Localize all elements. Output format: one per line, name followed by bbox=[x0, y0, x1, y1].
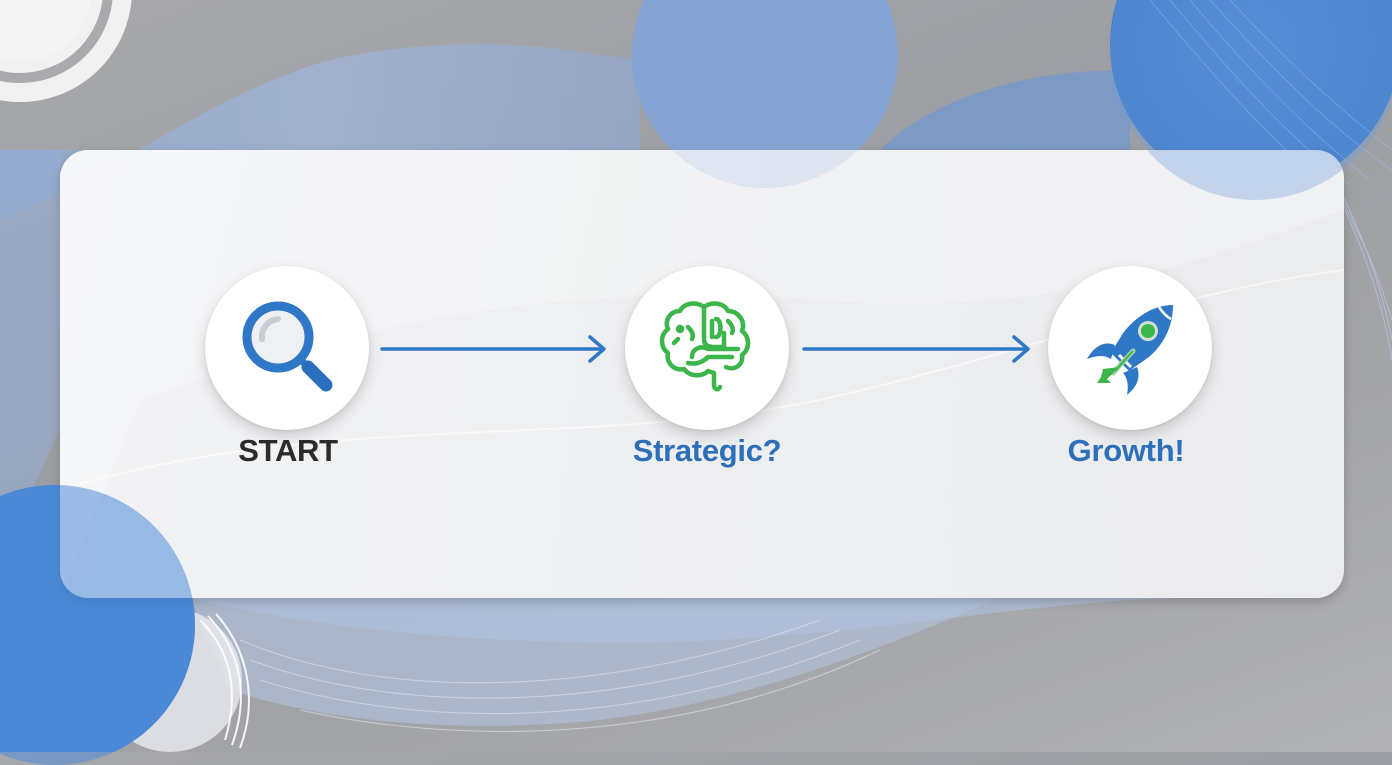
arrow-start-to-strategic bbox=[380, 335, 606, 363]
magnifying-glass-icon bbox=[242, 301, 333, 392]
step-start-label: START bbox=[238, 433, 338, 468]
step-growth-circle bbox=[1048, 266, 1212, 430]
rocket-icon bbox=[1087, 305, 1173, 395]
step-strategic-label: Strategic? bbox=[632, 433, 782, 468]
step-strategic-circle bbox=[625, 266, 789, 430]
brain-icon bbox=[659, 301, 751, 392]
step-start-circle bbox=[205, 266, 369, 430]
arrow-strategic-to-growth bbox=[802, 335, 1030, 363]
step-growth-label: Growth! bbox=[1067, 433, 1185, 468]
